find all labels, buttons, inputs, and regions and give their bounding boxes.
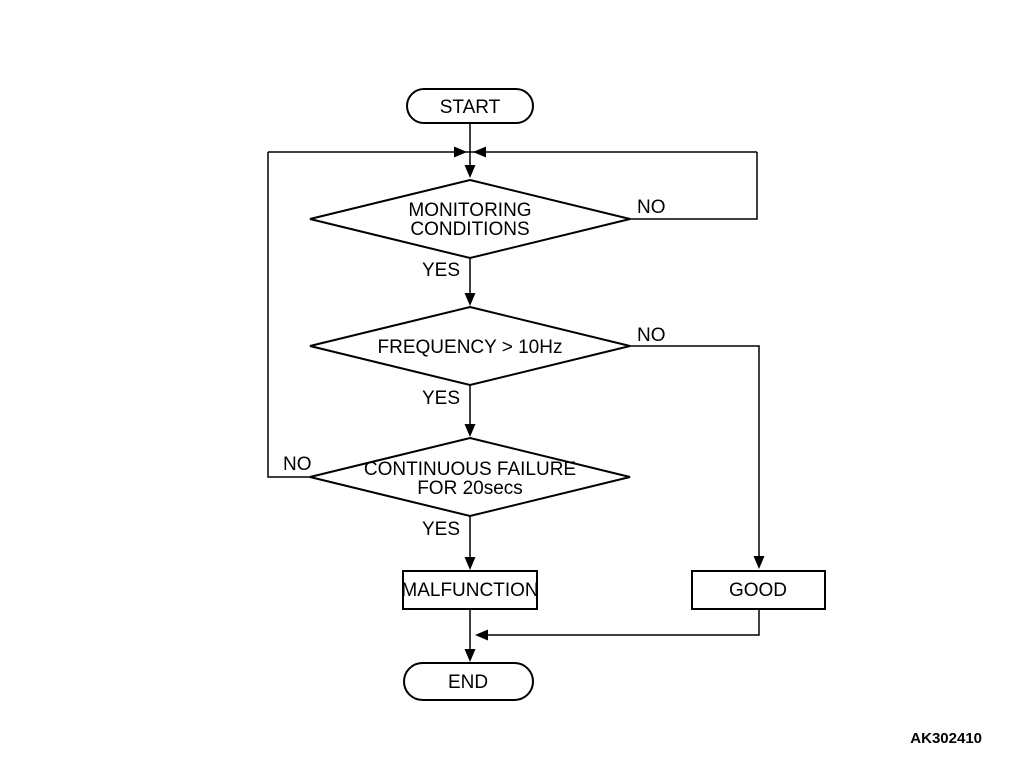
- monitoring-yes-label: YES: [422, 260, 460, 281]
- end-terminal-shape: [403, 662, 534, 701]
- edge-frequency-no: [630, 345, 760, 557]
- start-terminal-shape: [406, 88, 534, 124]
- node-start: START: [406, 88, 534, 124]
- connectors: [267, 123, 765, 662]
- arrowhead-into-malfunction: [464, 557, 476, 570]
- arrowhead-into-good: [753, 556, 765, 569]
- monitoring-decision-shape: [309, 178, 631, 260]
- frequency-decision-shape: [309, 305, 631, 387]
- continuous-no-label: NO: [283, 454, 312, 475]
- arrowhead-junction-left-pointing: [473, 146, 486, 158]
- monitoring-label-line1: MONITORING: [408, 200, 531, 221]
- good-label: GOOD: [729, 580, 787, 601]
- arrowhead-into-monitoring: [464, 165, 476, 178]
- edge-monitoring-no-loop: [630, 152, 758, 220]
- arrowhead-good-merge: [475, 629, 488, 641]
- frequency-label: FREQUENCY > 10Hz: [378, 337, 563, 358]
- good-process-shape: [691, 570, 826, 610]
- malfunction-label: MALFUNCTION: [401, 580, 538, 601]
- node-monitoring-conditions: MONITORING CONDITIONS: [309, 178, 631, 260]
- monitoring-no-label: NO: [637, 197, 666, 218]
- edge-good-to-merge: [488, 609, 760, 636]
- arrowhead-into-end: [464, 649, 476, 662]
- continuous-yes-label: YES: [422, 519, 460, 540]
- node-end: END: [403, 662, 534, 701]
- continuous-label-line2: FOR 20secs: [417, 478, 523, 499]
- edge-labels: YES NO YES NO YES NO: [283, 197, 666, 540]
- arrowhead-into-frequency: [464, 293, 476, 306]
- node-malfunction: MALFUNCTION: [401, 570, 539, 610]
- node-good: GOOD: [691, 570, 826, 610]
- node-continuous-failure: CONTINUOUS FAILURE FOR 20secs: [309, 436, 631, 518]
- monitoring-label-line2: CONDITIONS: [410, 219, 529, 240]
- frequency-no-label: NO: [637, 325, 666, 346]
- start-label: START: [440, 97, 501, 118]
- edge-continuous-no-loop: [267, 152, 311, 478]
- arrowhead-into-continuous: [464, 424, 476, 437]
- frequency-yes-label: YES: [422, 388, 460, 409]
- arrowhead-junction-right-pointing: [454, 146, 467, 158]
- malfunction-process-shape: [402, 570, 538, 610]
- node-frequency: FREQUENCY > 10Hz: [309, 305, 631, 387]
- continuous-decision-shape: [309, 436, 631, 518]
- continuous-label-line1: CONTINUOUS FAILURE: [364, 459, 576, 480]
- end-label: END: [448, 672, 488, 693]
- figure-code: AK302410: [910, 730, 982, 747]
